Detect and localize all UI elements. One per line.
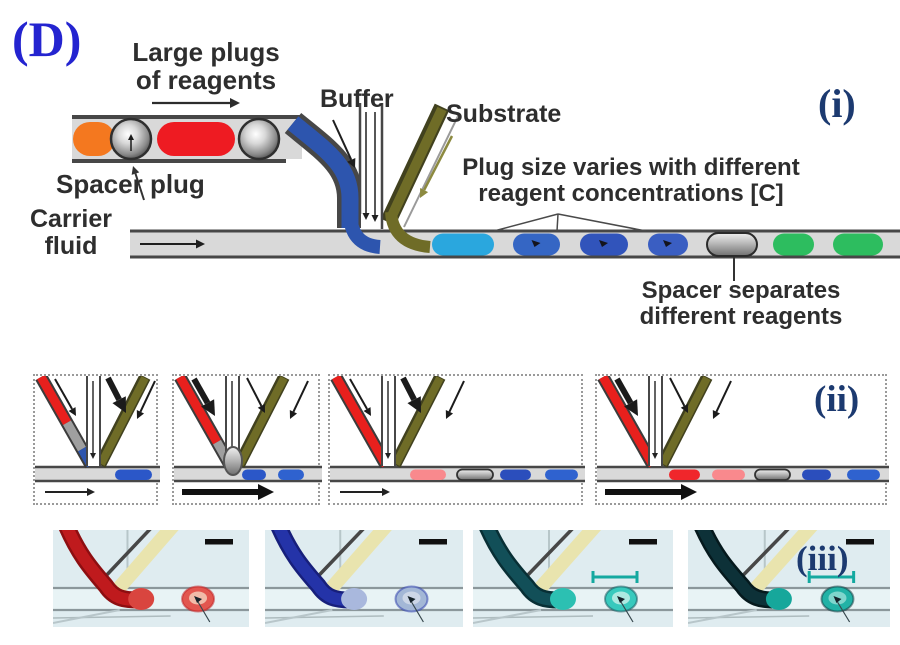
channel-plug xyxy=(500,469,531,480)
spacer-capsule xyxy=(456,468,494,481)
main-plug-train xyxy=(432,232,883,257)
panel-label-d: (D) xyxy=(12,11,82,67)
channel-plug xyxy=(432,233,494,256)
schematic-step-3 xyxy=(328,374,585,505)
micrograph-1 xyxy=(53,530,249,627)
spacer-sphere xyxy=(237,117,281,161)
forming-plug xyxy=(341,588,368,610)
channel-plug xyxy=(712,469,745,480)
channel-plug xyxy=(278,469,304,480)
junction-schematic xyxy=(330,376,585,496)
scale-bar xyxy=(419,539,447,545)
carrier-line1: Carrier xyxy=(30,205,112,233)
channel-plug xyxy=(410,469,446,480)
plug-formation-schematic xyxy=(72,98,900,281)
spacer-plug-label: Spacer plug xyxy=(56,169,205,199)
carrier-line2: fluid xyxy=(44,232,98,260)
reagent-plug xyxy=(157,122,235,156)
spacer-capsule xyxy=(706,232,758,257)
large-plugs-line2: of reagents xyxy=(135,65,277,96)
schematic-step-2 xyxy=(172,374,322,505)
panel-label-iii: (iii) xyxy=(796,539,849,578)
plug-size-line2: reagent concentrations [C] xyxy=(478,179,784,207)
micrograph-3 xyxy=(473,530,673,627)
channel-plug xyxy=(115,469,152,480)
forming-plug xyxy=(765,588,792,610)
channel-plug xyxy=(847,469,880,480)
forming-plug xyxy=(550,588,576,610)
panel-label-i: (i) xyxy=(818,81,856,126)
micrograph-4 xyxy=(688,530,890,627)
plug-micrograph xyxy=(53,530,249,627)
plug-size-label: Plug size varies with different reagent … xyxy=(430,155,832,207)
channel-plug xyxy=(545,469,578,480)
channel-plug xyxy=(242,469,266,480)
scale-bar xyxy=(629,539,657,545)
scale-bar xyxy=(846,539,874,545)
forming-plug xyxy=(128,588,155,610)
plug-size-line1: Plug size varies with different xyxy=(462,154,800,181)
schematic-step-4 xyxy=(595,374,889,505)
channel-plug xyxy=(802,469,831,480)
carrier-fluid-label: Carrier fluid xyxy=(16,206,126,260)
substrate-label: Substrate xyxy=(446,100,562,128)
spacer-separates-line1: Spacer separates xyxy=(641,277,841,304)
spacer-separates-label: Spacer separates different reagents xyxy=(597,278,885,330)
buffer-label: Buffer xyxy=(320,85,394,113)
micrograph-2 xyxy=(265,530,463,627)
large-plugs-line1: Large plugs xyxy=(132,37,280,67)
reagent-plug-train xyxy=(73,117,281,161)
large-plugs-label: Large plugs of reagents xyxy=(100,38,312,94)
plug-micrograph xyxy=(265,530,463,627)
plug-micrograph xyxy=(473,530,673,627)
spacer-separates-line2: different reagents xyxy=(639,302,843,330)
plug-micrograph xyxy=(688,530,890,627)
channel-plug xyxy=(833,233,883,256)
channel-plug xyxy=(773,233,814,256)
junction-schematic xyxy=(174,376,322,500)
spacer-blob xyxy=(223,446,243,476)
junction-schematic xyxy=(35,376,160,496)
channel-plug xyxy=(669,469,700,480)
junction-schematic xyxy=(597,376,889,500)
spacer-capsule xyxy=(754,468,791,481)
panel-label-ii: (ii) xyxy=(814,379,860,420)
scale-bar xyxy=(205,539,233,545)
schematic-step-1 xyxy=(33,374,160,505)
reagent-plug xyxy=(73,122,115,156)
